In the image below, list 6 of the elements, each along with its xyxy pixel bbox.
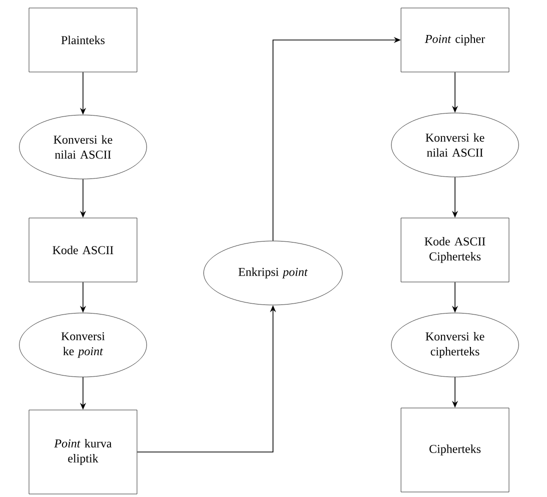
- process-box: Plainteks: [28, 8, 138, 72]
- process-box: Cipherteks: [400, 408, 510, 492]
- process-box: Kode ASCII: [28, 218, 138, 282]
- process-box: Kode ASCII Cipherteks: [400, 218, 510, 282]
- process-box: Point cipher: [400, 8, 510, 72]
- process-box: Point kurva eliptik: [28, 410, 138, 494]
